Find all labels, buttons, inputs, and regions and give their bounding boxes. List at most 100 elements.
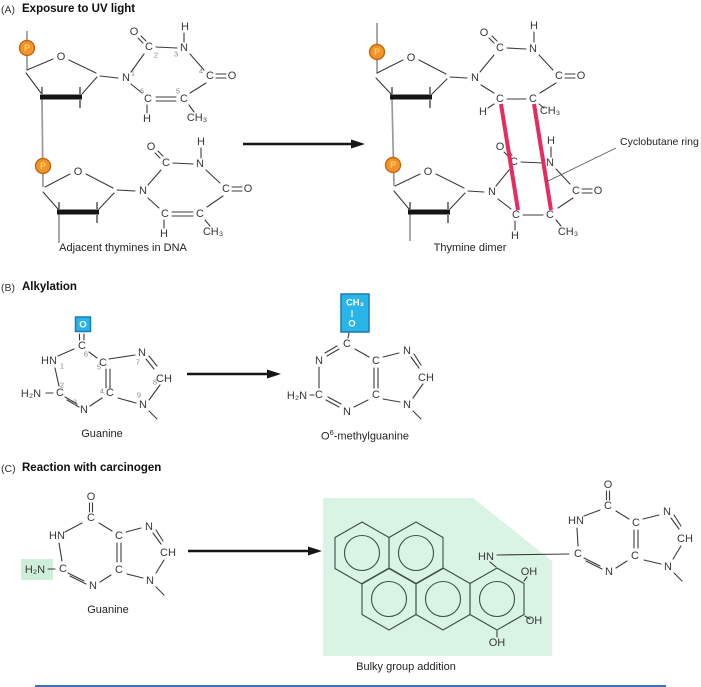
atom-label: CH [160,547,176,559]
atom-label: C [546,209,554,221]
atom-label: OH [526,615,543,627]
atom-number-label: 3 [174,50,178,59]
caption-o6-pre: O [321,430,330,443]
atom-label: CH₃ [346,298,364,309]
atom-label: O [147,141,156,153]
atom-label: O [424,166,433,178]
atom-label: CH [156,373,172,385]
atom-number-label: 5 [176,87,180,96]
atom-label: C [510,156,518,168]
adduct-link-bond [496,553,570,556]
atom-label: N [488,186,496,198]
caption-bulky-group: Bulky group addition [356,661,456,673]
atom-label: C [631,550,639,562]
phosphate-label: P [374,47,380,57]
atom-label: C [87,512,95,524]
atom-label: O [228,70,237,82]
atom-label: C [372,389,380,401]
atom-label: C [604,500,612,512]
atom-label: H [530,20,538,32]
atom-label: OH [489,637,506,649]
atom-label: C [180,93,188,105]
bulky-group-highlight [323,498,552,656]
atom-label: C [144,93,152,105]
atom-number-label: 6 [140,87,144,96]
atom-label: N [196,158,204,170]
panel-a-title: Exposure to UV light [22,3,136,15]
atom-number-label: 2 [154,51,158,60]
cyclobutane-bonds [499,103,553,211]
atom-label: HN [41,355,57,367]
atom-label: C [56,387,64,399]
caption-adjacent-thymines: Adjacent thymines in DNA [59,242,187,254]
atom-label: H [479,106,487,118]
atom-number-label: 1 [60,362,64,371]
atom-label: CH₃ [540,105,560,117]
atom-label: N [139,185,147,197]
atom-label: C [59,563,67,575]
phosphate-label: P [24,43,30,53]
atom-number-label: 6 [84,350,88,359]
atom-label: HN [478,551,494,563]
atom-label: C [115,530,123,542]
atom-label: C [315,389,323,401]
panel-b-title: Alkylation [22,281,77,293]
atom-label: HN [568,515,584,527]
amine-highlight-box [21,559,53,580]
atom-label: O [79,320,86,331]
atom-label: N [663,506,671,518]
atom-label: H [197,136,205,148]
atom-label: H [547,135,555,147]
atom-label: C [78,340,86,352]
atom-number-label: 4 [199,67,203,76]
atom-label: O [496,141,505,153]
caption-thymine-dimer: Thymine dimer [433,242,507,254]
phosphate-label: P [390,160,396,170]
atom-number-label: 1 [131,69,135,78]
atom-label: N [139,399,147,411]
methyl-highlight-box [340,293,370,333]
atom-label: N [80,404,88,416]
atom-label: O [244,183,253,195]
atom-label: C [529,93,537,105]
atom-label: C [343,338,351,350]
atom-label: O [480,27,489,39]
atom-label: N [664,561,672,573]
atom-label: N [315,355,323,367]
phosphate-icon [18,39,36,57]
atom-label: CH₃ [203,226,223,238]
reaction-arrow-b [187,369,281,379]
page-rule-line [35,685,666,687]
atom-label: N [343,406,351,418]
atom-label: CH₃ [558,226,578,238]
atom-label: O [407,52,416,64]
atom-label: O [577,70,586,82]
atom-label: N [122,72,130,84]
phosphate-icon [384,156,402,174]
caption-guanine-c: Guanine [87,604,129,616]
atom-label: C [206,70,214,82]
atom-label: H [181,21,189,33]
atom-label: N [180,42,188,54]
atom-label: C [222,183,230,195]
atom-label: N [138,347,146,359]
reaction-arrow-a [243,139,365,149]
atom-label: O [348,319,355,330]
atom-label: C [145,41,153,53]
phosphate-label: P [40,161,46,171]
benzopyrene-rings [334,521,525,631]
atom-label: O [87,491,96,503]
atom-label: C [572,185,580,197]
atom-label: O [57,51,66,63]
atom-label: C [115,564,123,576]
atom-label: N [546,157,554,169]
atom-label: C [496,42,504,54]
